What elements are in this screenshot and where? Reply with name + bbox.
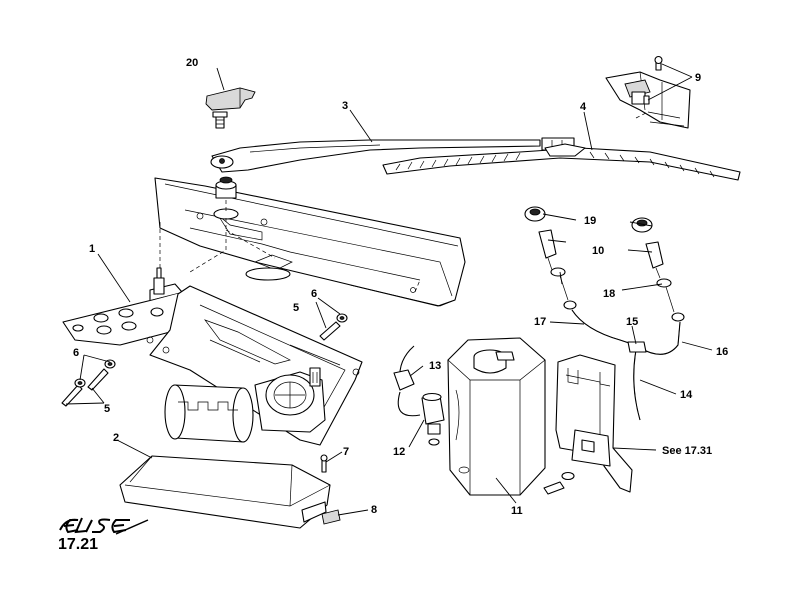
- callout-11: 11: [511, 505, 523, 517]
- motor-cover: [119, 455, 331, 529]
- scuttle-panel: [154, 177, 466, 307]
- callout-15: 15: [626, 316, 638, 328]
- callout-2: 2: [113, 432, 119, 444]
- callout-6-lower: 6: [73, 347, 79, 359]
- wiper-blade: [382, 143, 741, 181]
- callout-16: 16: [716, 346, 728, 358]
- page-footer: 17.21: [56, 514, 166, 553]
- callout-5-upper: 5: [293, 302, 299, 314]
- callout-1: 1: [89, 243, 95, 255]
- washer-jets: [524, 206, 685, 322]
- callout-3: 3: [342, 100, 348, 112]
- mounting-bracket: [62, 267, 191, 346]
- callout-14: 14: [680, 389, 693, 401]
- washer-pump: [393, 345, 445, 446]
- callout-13: 13: [429, 360, 441, 372]
- callout-12: 12: [393, 446, 405, 458]
- washer-reservoir: [447, 337, 546, 496]
- callout-19: 19: [584, 215, 596, 227]
- callout-6-upper: 6: [311, 288, 317, 300]
- callout-10: 10: [592, 245, 604, 257]
- callout-8: 8: [371, 504, 377, 516]
- callout-18: 18: [603, 288, 615, 300]
- washer-jet-mount: [605, 55, 691, 129]
- leader-lines: [65, 63, 713, 516]
- fasteners: [61, 313, 348, 525]
- page-reference: 17.21: [58, 536, 99, 553]
- callout-5-lower: 5: [104, 403, 110, 415]
- elise-logo: [59, 517, 149, 535]
- spindle-cap: [205, 87, 256, 220]
- callout-4: 4: [580, 101, 587, 113]
- washer-tubes: [571, 309, 681, 421]
- see-reference: See 17.31: [662, 445, 712, 457]
- callout-20: 20: [186, 57, 198, 69]
- assembly-lines: [159, 218, 421, 293]
- callout-17: 17: [534, 316, 546, 328]
- callout-9: 9: [695, 72, 701, 84]
- callout-7: 7: [343, 446, 349, 458]
- reservoir-bracket: [543, 354, 633, 495]
- callout-labels: 20 3 4 9 1 19 10 18 17 15 16 14 See 17.3…: [73, 57, 728, 517]
- wiper-motor: [164, 367, 326, 443]
